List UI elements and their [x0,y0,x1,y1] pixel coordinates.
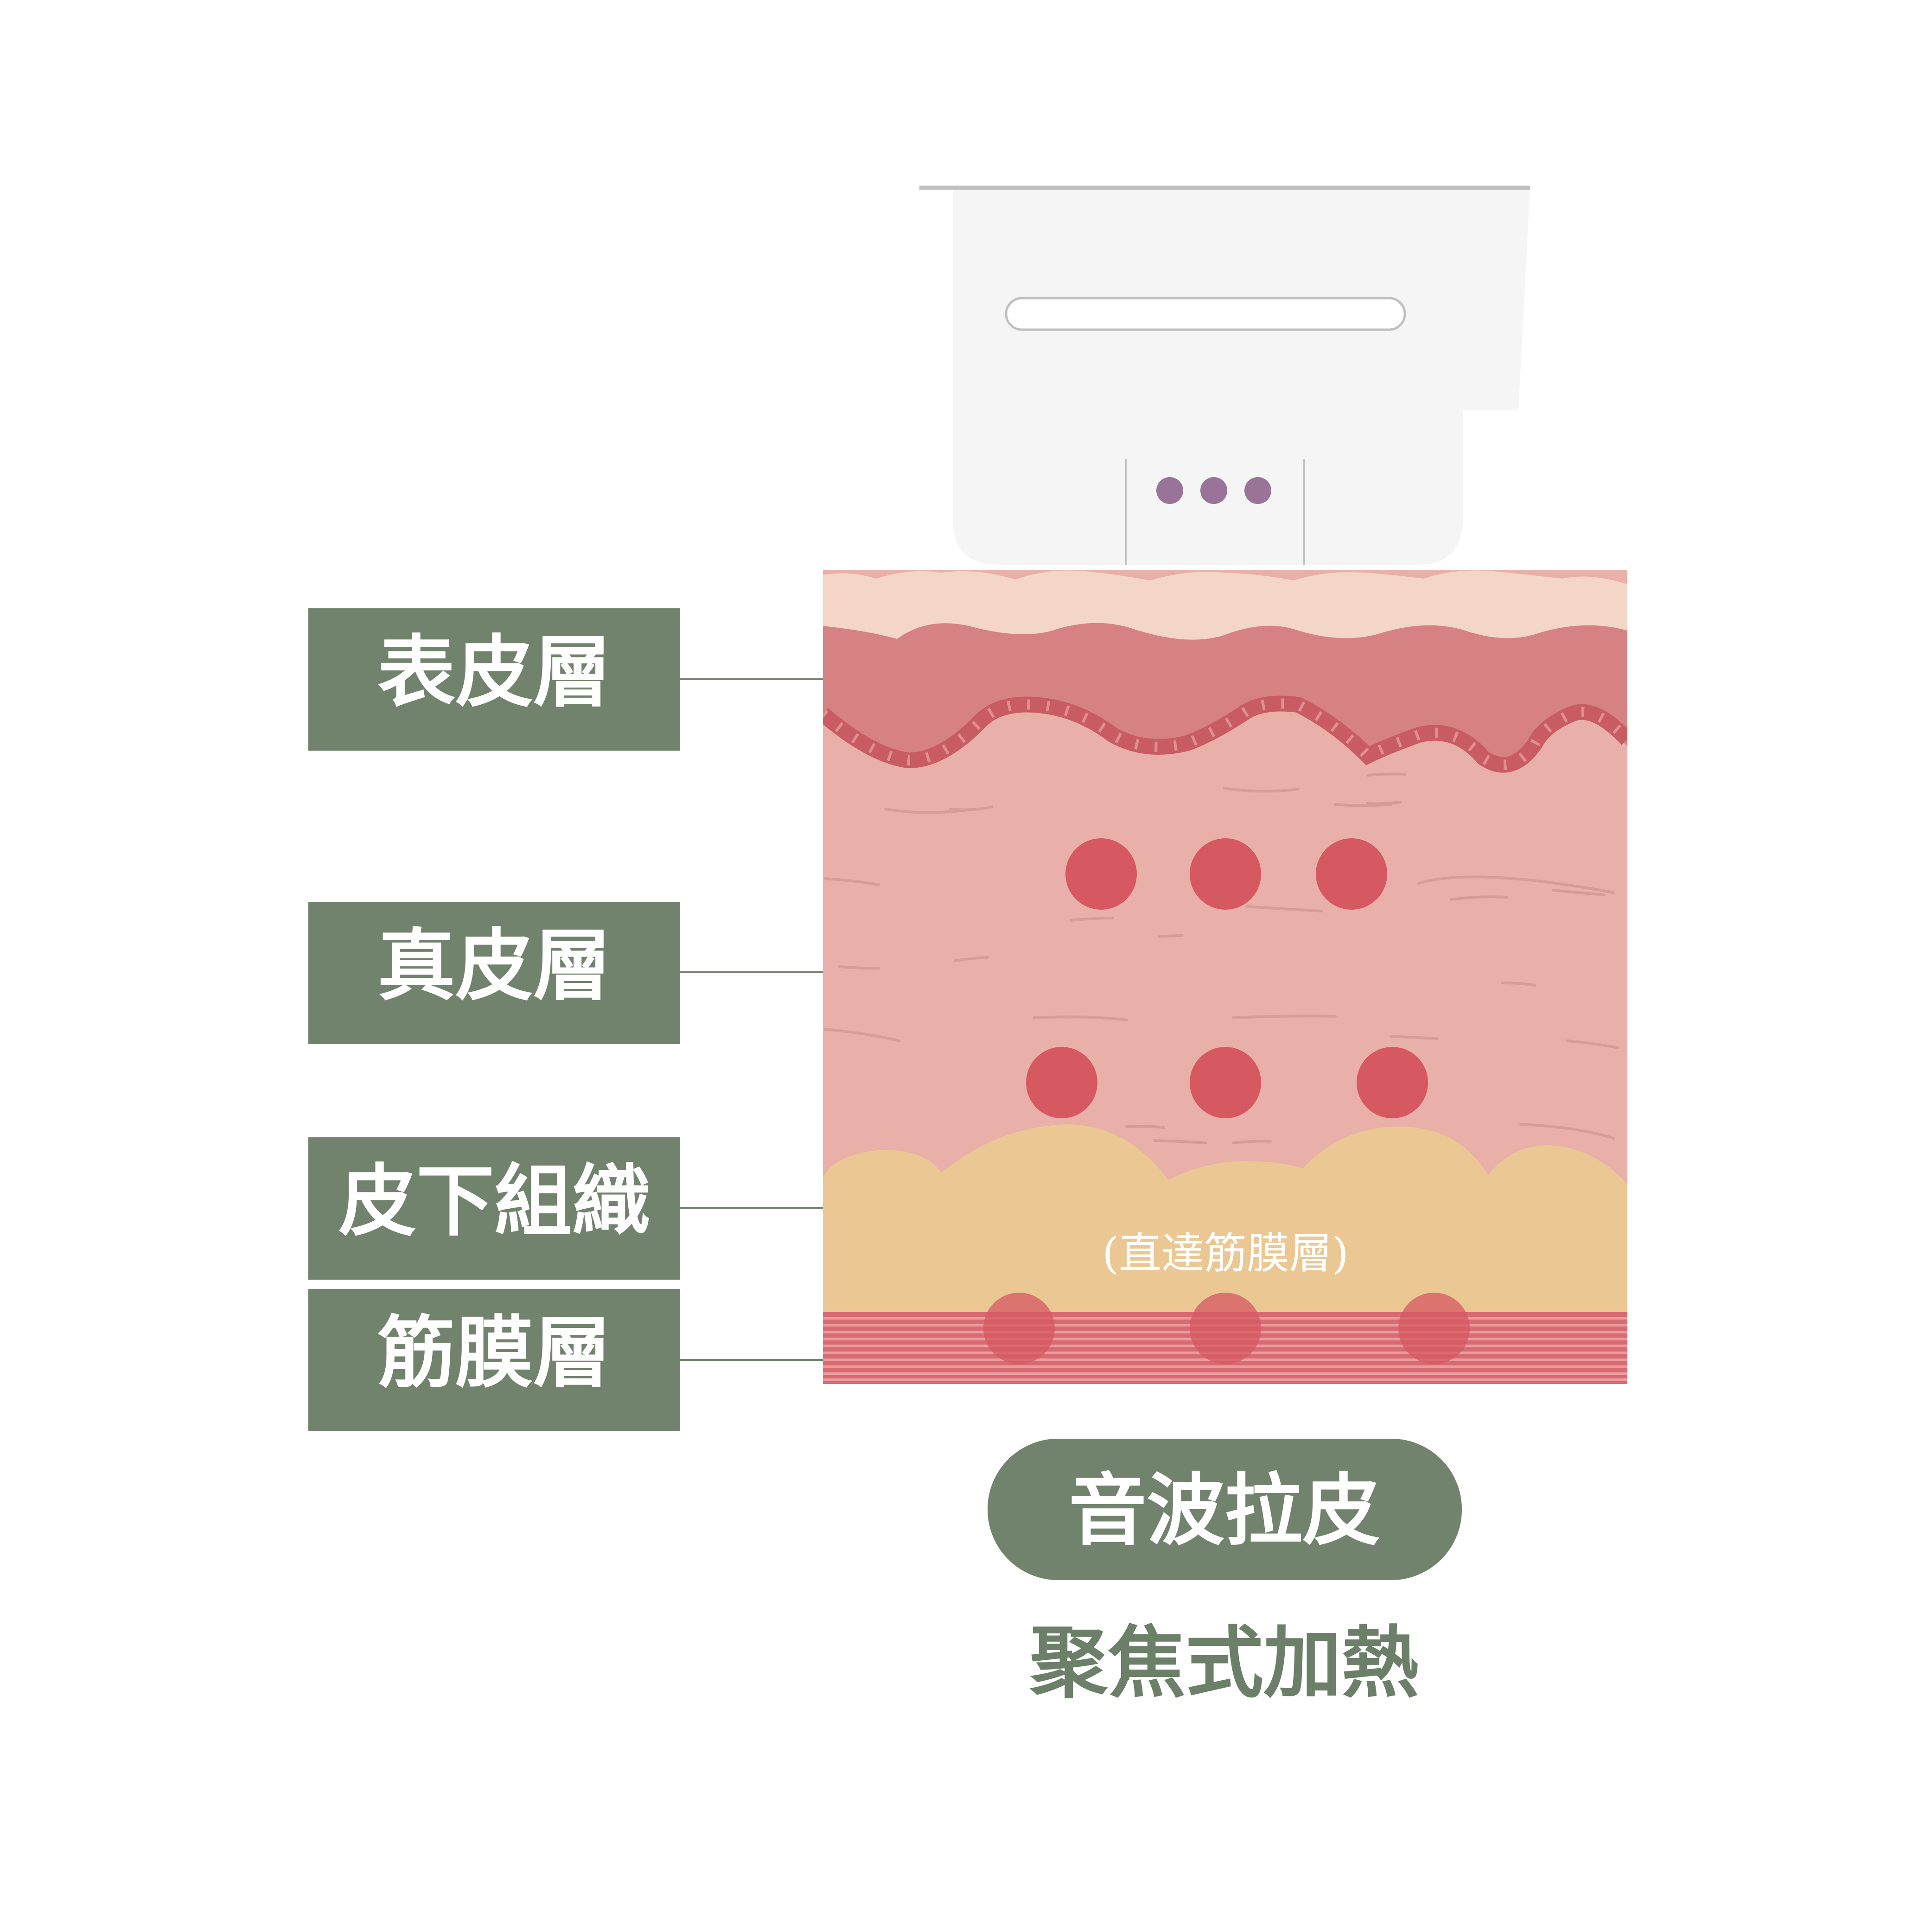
focus-point [1190,1047,1261,1118]
label-text: 表皮層 [377,626,611,718]
device-indicator-dot [1200,477,1227,504]
focus-point [1357,1047,1428,1118]
device-body [953,188,1530,565]
label-text: 皮下組織 [338,1155,650,1247]
focus-point [1065,838,1137,910]
device-indicator-dot [1244,477,1271,504]
fascia-annotation: (直達筋膜層) [1102,1229,1349,1278]
layer-label-dermis: 真皮層 [308,902,823,1044]
title-text: 音波拉皮 [1069,1464,1380,1556]
focus-point [1398,1293,1470,1364]
device-slot [1005,297,1406,331]
subtitle-text: 聚焦式加熱 [1029,1617,1419,1709]
epidermis-layer [823,570,1627,640]
label-text: 筋膜層 [377,1307,611,1398]
focus-points [983,838,1470,1364]
layer-label-epidermis: 表皮層 [308,608,823,751]
title-pill: 音波拉皮 [988,1439,1462,1580]
layer-label-fascia: 筋膜層 [308,1289,823,1431]
focus-point [1316,838,1387,910]
basement-membrane-inner [823,698,1627,770]
layer-label-subcutaneous: 皮下組織 [308,1137,823,1280]
dermis-texture [824,772,1620,1146]
ultrasound-handpiece-icon [919,185,1530,565]
focus-point [1190,1293,1261,1364]
device-indicator-dot [1156,477,1183,504]
label-text: 真皮層 [377,919,611,1011]
focus-point [1026,1047,1097,1118]
focus-point [983,1293,1055,1364]
focus-point [1190,838,1261,910]
